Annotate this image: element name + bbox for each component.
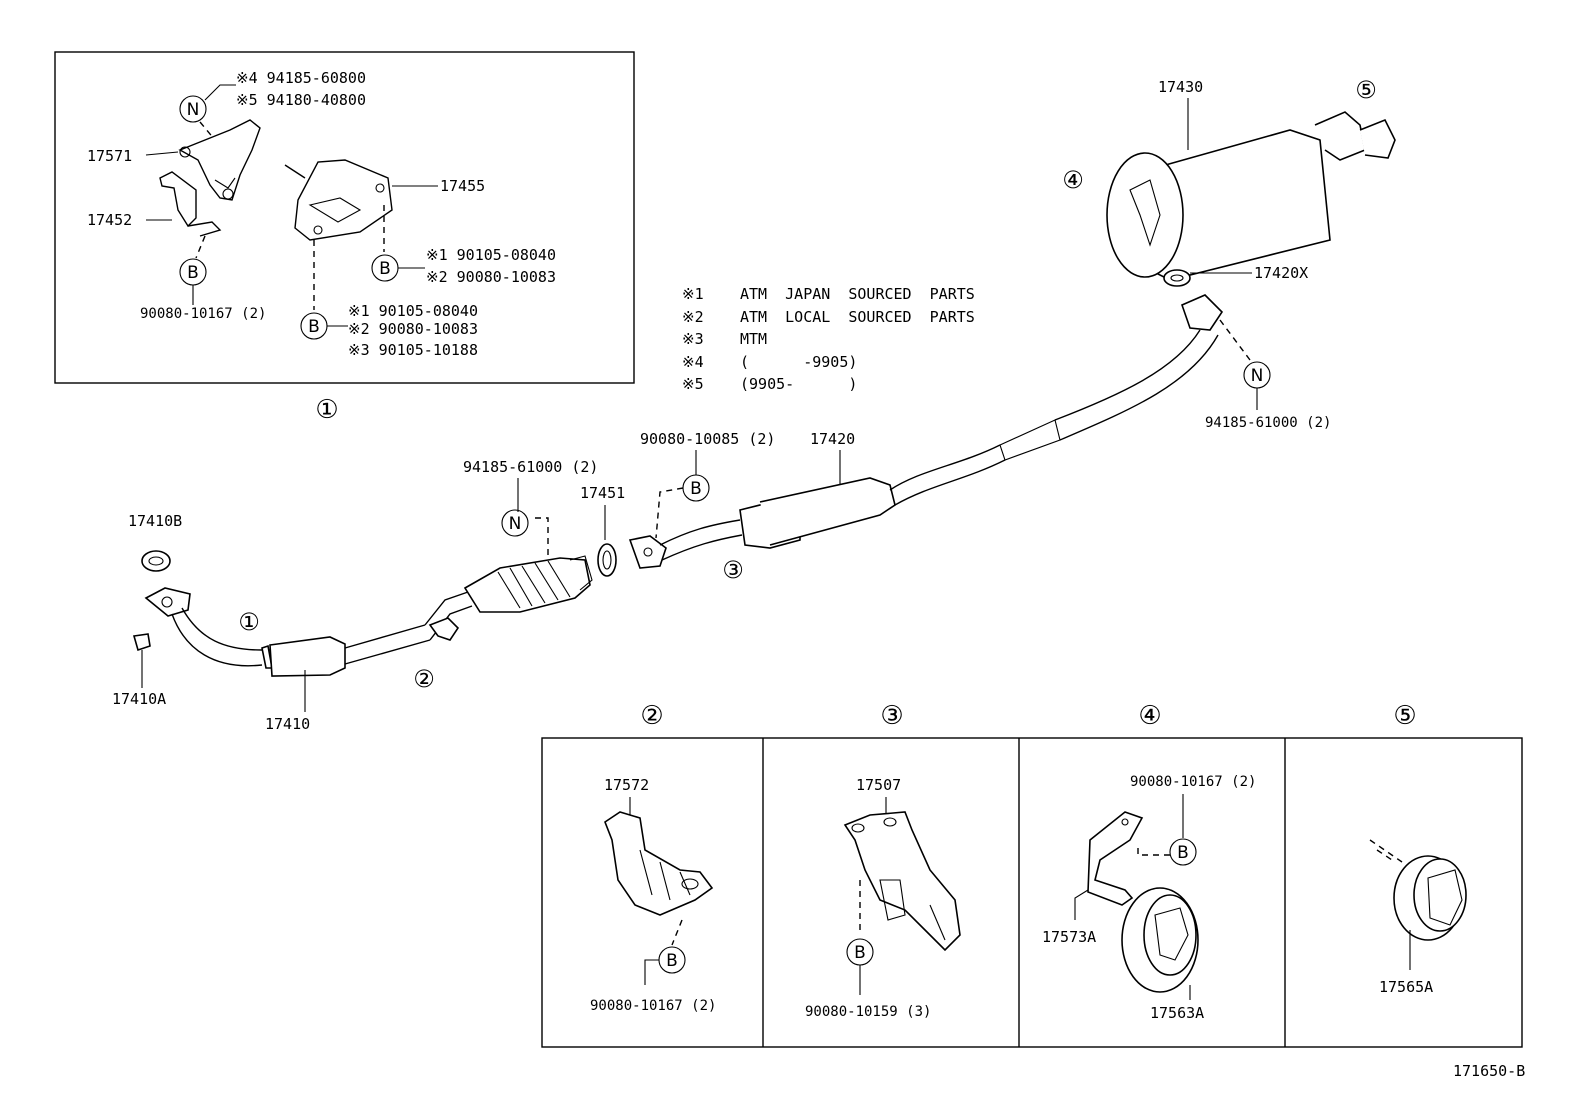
panel-3: 17507 B 90080-10159 (3) [805,776,961,1020]
note-5: (9905- ) [740,375,857,393]
panel-2: 17572 B 90080-10167 (2) [590,776,716,1014]
svg-text:B: B [690,479,702,499]
panel-3-bolt: 90080-10159 (3) [805,1004,931,1020]
callout-5: ⑤ [1355,76,1377,104]
front-pipe-17410 [144,587,473,677]
svg-text:B: B [854,943,866,963]
callout-2: ② [413,665,435,693]
panel-2-bolt: 90080-10167 (2) [590,998,716,1014]
gasket-17451 [597,543,617,577]
hanger-17507 [843,811,961,952]
panel-2-key: ② [640,701,663,731]
b-right-note-2: ※2 90080-10083 [426,268,556,286]
label-bolt-mid: 90080-10085 (2) [640,430,775,448]
svg-text:B: B [308,317,320,337]
label-17410B: 17410B [128,512,182,530]
clamp-17452 [159,171,222,237]
inset-1-frame [54,51,635,384]
label-17410: 17410 [265,715,310,733]
callout-3: ③ [722,556,744,584]
panel-5: 17565A [1369,839,1467,996]
label-nut-mid: 94185-61000 (2) [463,458,598,476]
svg-text:B: B [379,259,391,279]
panel-5-key: ⑤ [1393,701,1416,731]
b-lower-note-1: ※1 90105-08040 [348,302,478,320]
bracket-17573A [1087,811,1144,906]
callout-4: ④ [1062,166,1084,194]
gasket-17410B [141,550,171,572]
bottom-panels: ② ③ ④ ⑤ 17572 B 90080-10167 (2) 17507 [541,701,1523,1048]
panel-4-part-a: 17573A [1042,928,1096,946]
note-4: ( -9905) [740,353,857,371]
hanger-17572 [604,811,714,916]
svg-text:B: B [1177,843,1189,863]
notes-legend: ※1 ATM JAPAN SOURCED PARTS ※2 ATM LOCAL … [682,285,975,393]
callout-1: ① [238,608,260,636]
panel-4: 90080-10167 (2) B 17573A 17563A [1042,774,1256,1022]
b-lower-note-2: ※2 90080-10083 [348,320,478,338]
label-17451: 17451 [580,484,625,502]
inset-1-key: ① [315,395,338,425]
gasket-17420X [1163,269,1191,287]
hanger-front [428,617,460,641]
label-17420: 17420 [810,430,855,448]
bracket-17571 [178,119,261,201]
note-2: ATM LOCAL SOURCED PARTS [740,308,975,326]
b-right-note-1: ※1 90105-08040 [426,246,556,264]
bolt-17452: 90080-10167 (2) [140,306,266,322]
panel-4-key: ④ [1138,701,1161,731]
catalytic-converter [463,555,593,613]
label-nut-right: 94185-61000 (2) [1205,415,1331,431]
center-pipe-17420 [628,294,1224,569]
panel-3-key: ③ [880,701,903,731]
label-17410A: 17410A [112,690,166,708]
n-leader [204,84,236,101]
svg-text:※1: ※1 [682,285,704,303]
insulator-17563A [1121,887,1199,993]
n-symbol-label: N [187,100,200,120]
svg-text:※4: ※4 [682,353,704,371]
svg-text:※3: ※3 [682,330,704,348]
n-note-4: ※4 94185-60800 [236,69,366,87]
figure-code: 171650-B [1453,1062,1525,1080]
note-1: ATM JAPAN SOURCED PARTS [740,285,975,303]
n-symbol [179,95,207,123]
n-symbol-mid [501,509,529,537]
inset-1: N ※4 94185-60800 ※5 94180-40800 17571 17… [54,51,635,384]
n-note-5: ※5 94180-40800 [236,91,366,109]
svg-text:B: B [666,951,678,971]
insulator-17565A [1393,855,1467,941]
label-17430: 17430 [1158,78,1203,96]
n-dash [199,121,216,141]
note-3: MTM [740,330,767,348]
panel-4-bolt: 90080-10167 (2) [1130,774,1256,790]
panel-3-part: 17507 [856,776,901,794]
label-17452: 17452 [87,211,132,229]
label-17455: 17455 [440,177,485,195]
svg-text:※5: ※5 [682,375,704,393]
svg-text:※2: ※2 [682,308,704,326]
bracket-17455 [284,159,393,241]
panel-2-part: 17572 [604,776,649,794]
b-lower-note-3: ※3 90105-10188 [348,341,478,359]
label-17420X: 17420X [1254,264,1308,282]
label-17571: 17571 [87,147,132,165]
panels-frame [541,737,1523,1048]
svg-text:N: N [509,514,522,534]
svg-text:N: N [1251,366,1264,386]
panel-4-part-b: 17563A [1150,1004,1204,1022]
nut-17410A [132,633,151,652]
svg-text:B: B [187,263,199,283]
panel-5-part: 17565A [1379,978,1433,996]
muffler-17430 [1106,111,1396,281]
